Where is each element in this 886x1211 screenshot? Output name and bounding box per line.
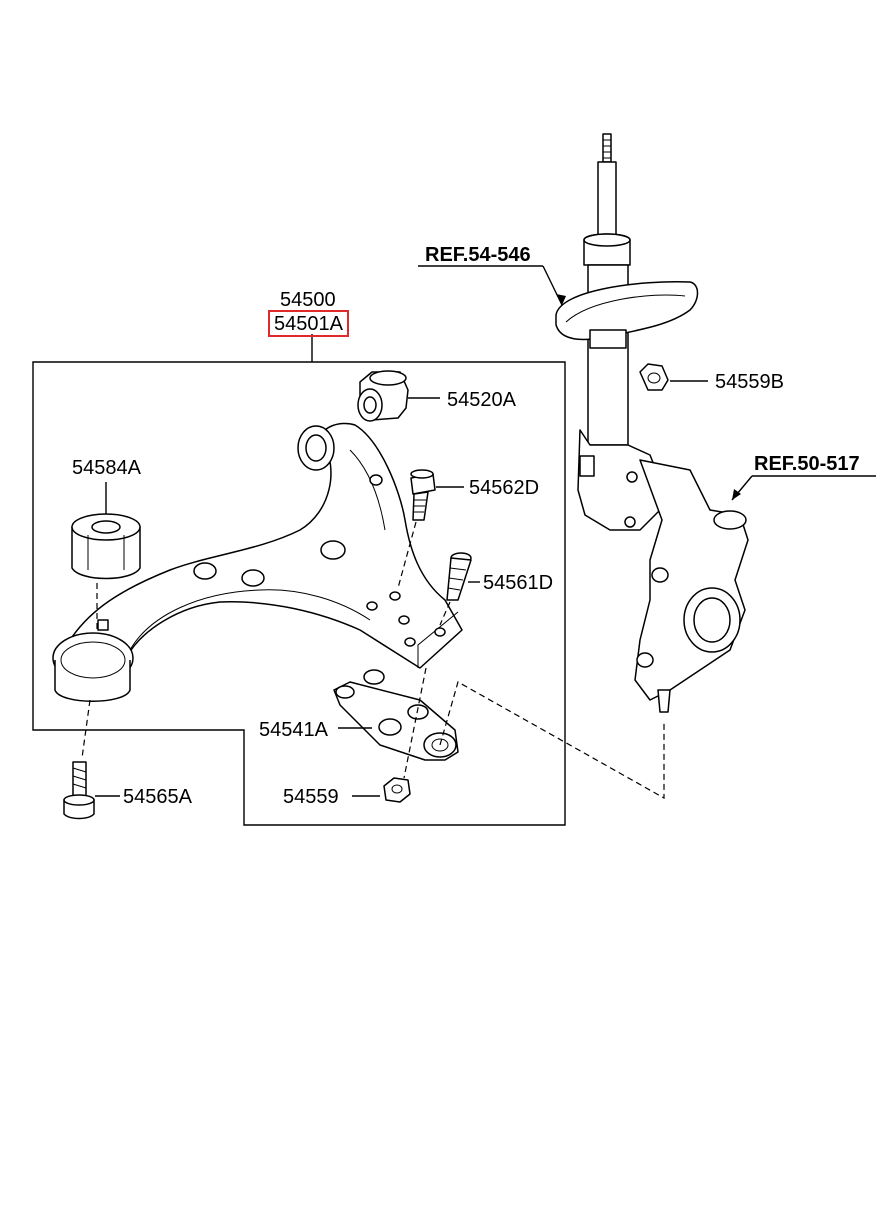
- label-54584a[interactable]: 54584A: [72, 457, 141, 479]
- steering-knuckle: [634, 459, 749, 713]
- assembly-boundary: [32, 361, 566, 826]
- bolt-54565a: [63, 761, 95, 820]
- label-ref-50-517[interactable]: REF.50-517: [754, 453, 860, 475]
- label-54520a[interactable]: 54520A: [447, 389, 516, 411]
- bushing-54584a: [71, 513, 141, 580]
- strut-assembly: [555, 133, 699, 531]
- label-54565a[interactable]: 54565A: [123, 786, 192, 808]
- label-54561d[interactable]: 54561D: [483, 572, 554, 594]
- label-54562d[interactable]: 54562D: [469, 477, 540, 499]
- label-ref-54-546[interactable]: REF.54-546: [425, 244, 531, 266]
- label-54541a[interactable]: 54541A: [259, 719, 328, 741]
- bushing-54520a: [357, 370, 409, 422]
- bolt-54562d: [410, 469, 436, 521]
- nut-54559: [383, 777, 411, 803]
- label-54500: 54500: [280, 289, 336, 311]
- label-54559b[interactable]: 54559B: [715, 371, 784, 393]
- ball-joint-54541a: [333, 669, 459, 761]
- label-54501a-highlighted[interactable]: 54501A: [268, 310, 349, 337]
- stud-54561d: [446, 552, 472, 601]
- nut-54559b: [639, 363, 669, 391]
- label-54559[interactable]: 54559: [283, 786, 339, 808]
- lower-control-arm: [52, 422, 463, 702]
